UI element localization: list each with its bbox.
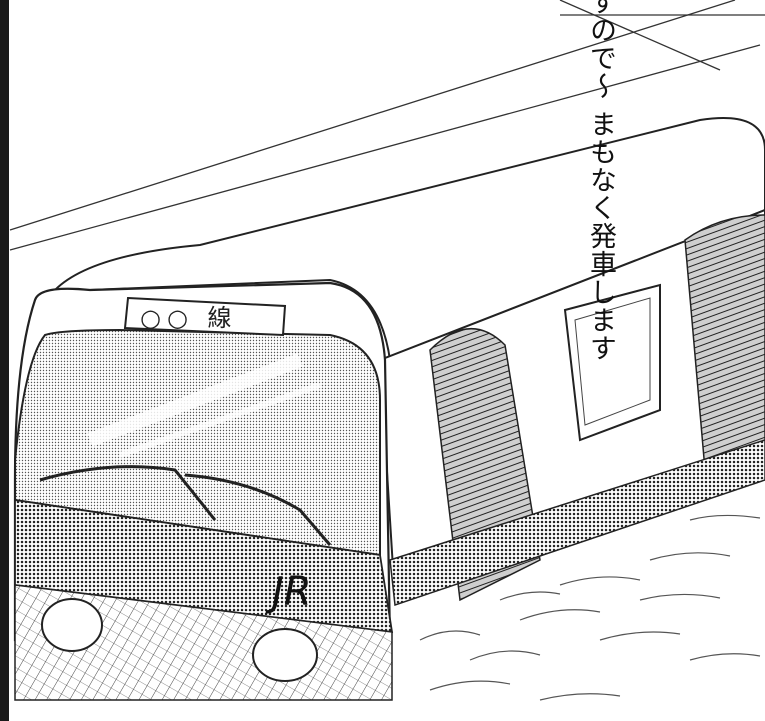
- destination-sign-box: [123, 296, 287, 337]
- track-strokes: [419, 514, 761, 701]
- jr-logo: JR: [265, 569, 312, 615]
- speech-line: 危険ですので～: [585, 0, 616, 100]
- train-roof: [52, 117, 765, 362]
- headlight: [41, 598, 103, 652]
- wiper: [39, 465, 217, 521]
- panel-gutter: [0, 0, 9, 721]
- train-window: [563, 283, 661, 442]
- speech-bubble-text: まもなく発車します 危険ですので～: [585, 0, 616, 362]
- train-door: [684, 214, 765, 472]
- windshield: [14, 328, 381, 557]
- destination-sign-text: ○○ 線: [140, 304, 238, 332]
- headlight: [252, 628, 318, 682]
- speech-line: まもなく発車します: [585, 110, 616, 362]
- wiper: [184, 473, 332, 546]
- train-side-skirt: [389, 439, 765, 607]
